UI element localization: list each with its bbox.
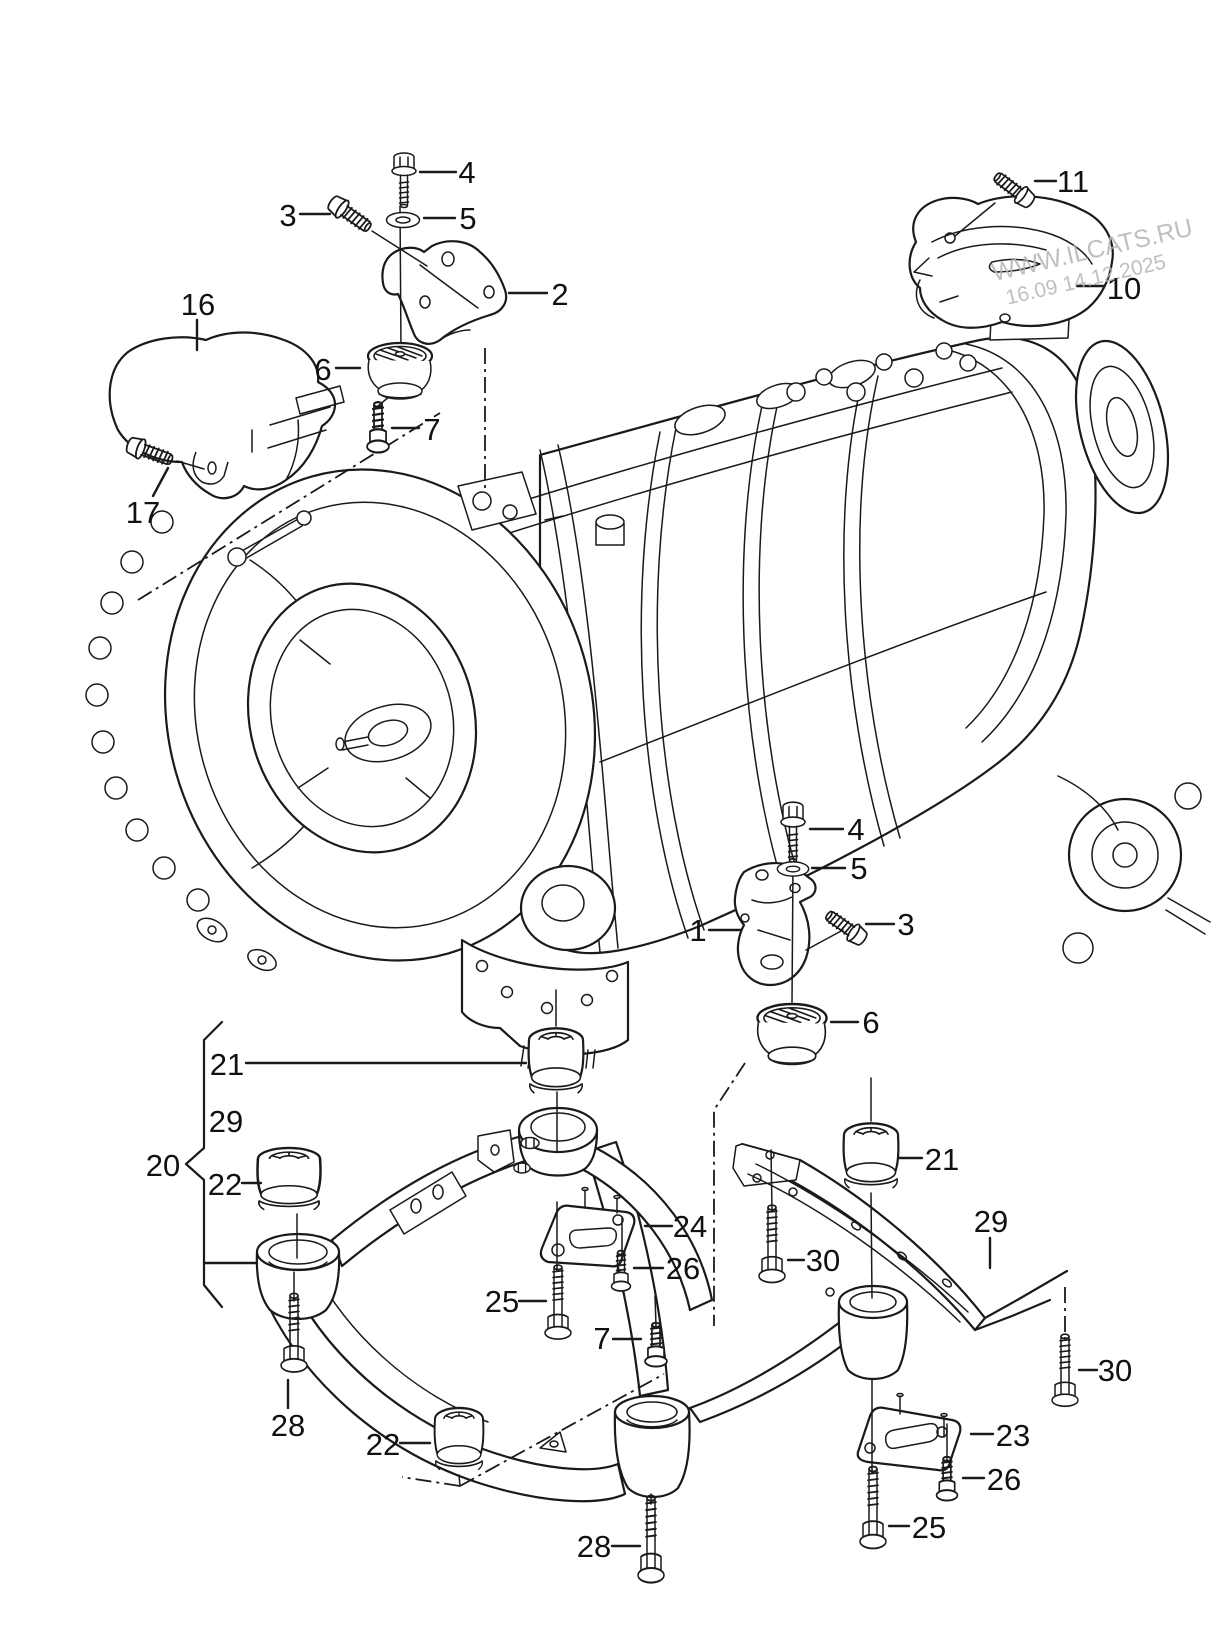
bushing-21-right <box>842 1122 900 1189</box>
callout-22-left: 22 <box>208 1167 242 1202</box>
bolt-4-top <box>391 152 417 209</box>
mount-6-right <box>756 1002 828 1066</box>
gearbox-support-2 <box>381 240 508 345</box>
bushing-22-left <box>256 1146 322 1211</box>
callout-1: 1 <box>689 913 706 948</box>
callout-25-right: 25 <box>912 1510 946 1545</box>
washer-5-top <box>385 211 421 229</box>
leader-lines <box>151 170 1106 1548</box>
cross-brace-29 <box>732 1142 1069 1332</box>
construction-lines <box>137 202 1066 1505</box>
callout-28-right: 28 <box>577 1529 611 1564</box>
stop-bracket-23 <box>856 1392 962 1472</box>
callout-28-left: 28 <box>271 1408 305 1443</box>
callout-21-left: 21 <box>210 1047 244 1082</box>
callout-5-top: 5 <box>459 201 476 236</box>
callout-6-top: 6 <box>314 352 331 387</box>
callout-3-top: 3 <box>279 198 296 233</box>
bolt-25-left <box>544 1264 572 1340</box>
callout-26-left: 26 <box>666 1251 700 1286</box>
subframe-cradle <box>255 1106 909 1503</box>
stop-bracket-24 <box>539 1186 636 1268</box>
washer-5-right <box>776 861 810 877</box>
callout-6-right: 6 <box>862 1005 879 1040</box>
callout-29-right: 29 <box>974 1204 1008 1239</box>
bolt-30-left <box>758 1204 786 1284</box>
callout-30-right: 30 <box>1098 1353 1132 1388</box>
bolt-25-right <box>859 1465 887 1550</box>
callout-4-top: 4 <box>458 155 475 190</box>
heat-shield-10 <box>908 195 1114 329</box>
callout-5-right: 5 <box>850 851 867 886</box>
transmission-drawing <box>85 282 1211 1069</box>
callout-25-left: 25 <box>485 1284 519 1319</box>
bolt-7-top <box>365 400 391 454</box>
heat-shield-16 <box>108 331 345 500</box>
callout-3-right: 3 <box>897 907 914 942</box>
callout-7-top: 7 <box>423 412 440 447</box>
bushing-21-left <box>527 1027 585 1094</box>
callout-20: 20 <box>146 1148 180 1183</box>
callout-10: 10 <box>1107 271 1141 306</box>
callout-7-bottom: 7 <box>593 1321 610 1356</box>
bolt-30-right <box>1051 1333 1079 1408</box>
callout-24: 24 <box>673 1209 707 1244</box>
callout-16: 16 <box>181 287 215 322</box>
gearbox-support-1 <box>733 862 817 987</box>
callout-29-left: 29 <box>209 1104 243 1139</box>
callout-17: 17 <box>126 495 160 530</box>
callout-labels: 4 3 5 2 6 7 16 17 11 10 1 4 5 3 6 20 21 … <box>126 155 1141 1564</box>
bolt-28-right <box>637 1494 665 1584</box>
callout-23: 23 <box>996 1418 1030 1453</box>
group-bracket-20 <box>184 1020 224 1309</box>
bolt-3-top <box>324 191 377 238</box>
mount-6-top <box>366 341 434 401</box>
callout-30-left: 30 <box>806 1243 840 1278</box>
callout-2: 2 <box>551 277 568 312</box>
bushing-22-right <box>433 1406 485 1471</box>
callout-26-right: 26 <box>987 1462 1021 1497</box>
callout-11: 11 <box>1057 164 1089 199</box>
callout-21-right: 21 <box>925 1142 959 1177</box>
callout-22-right: 22 <box>366 1427 400 1462</box>
bolt-3-right <box>820 905 871 950</box>
callout-4-right: 4 <box>847 812 864 847</box>
